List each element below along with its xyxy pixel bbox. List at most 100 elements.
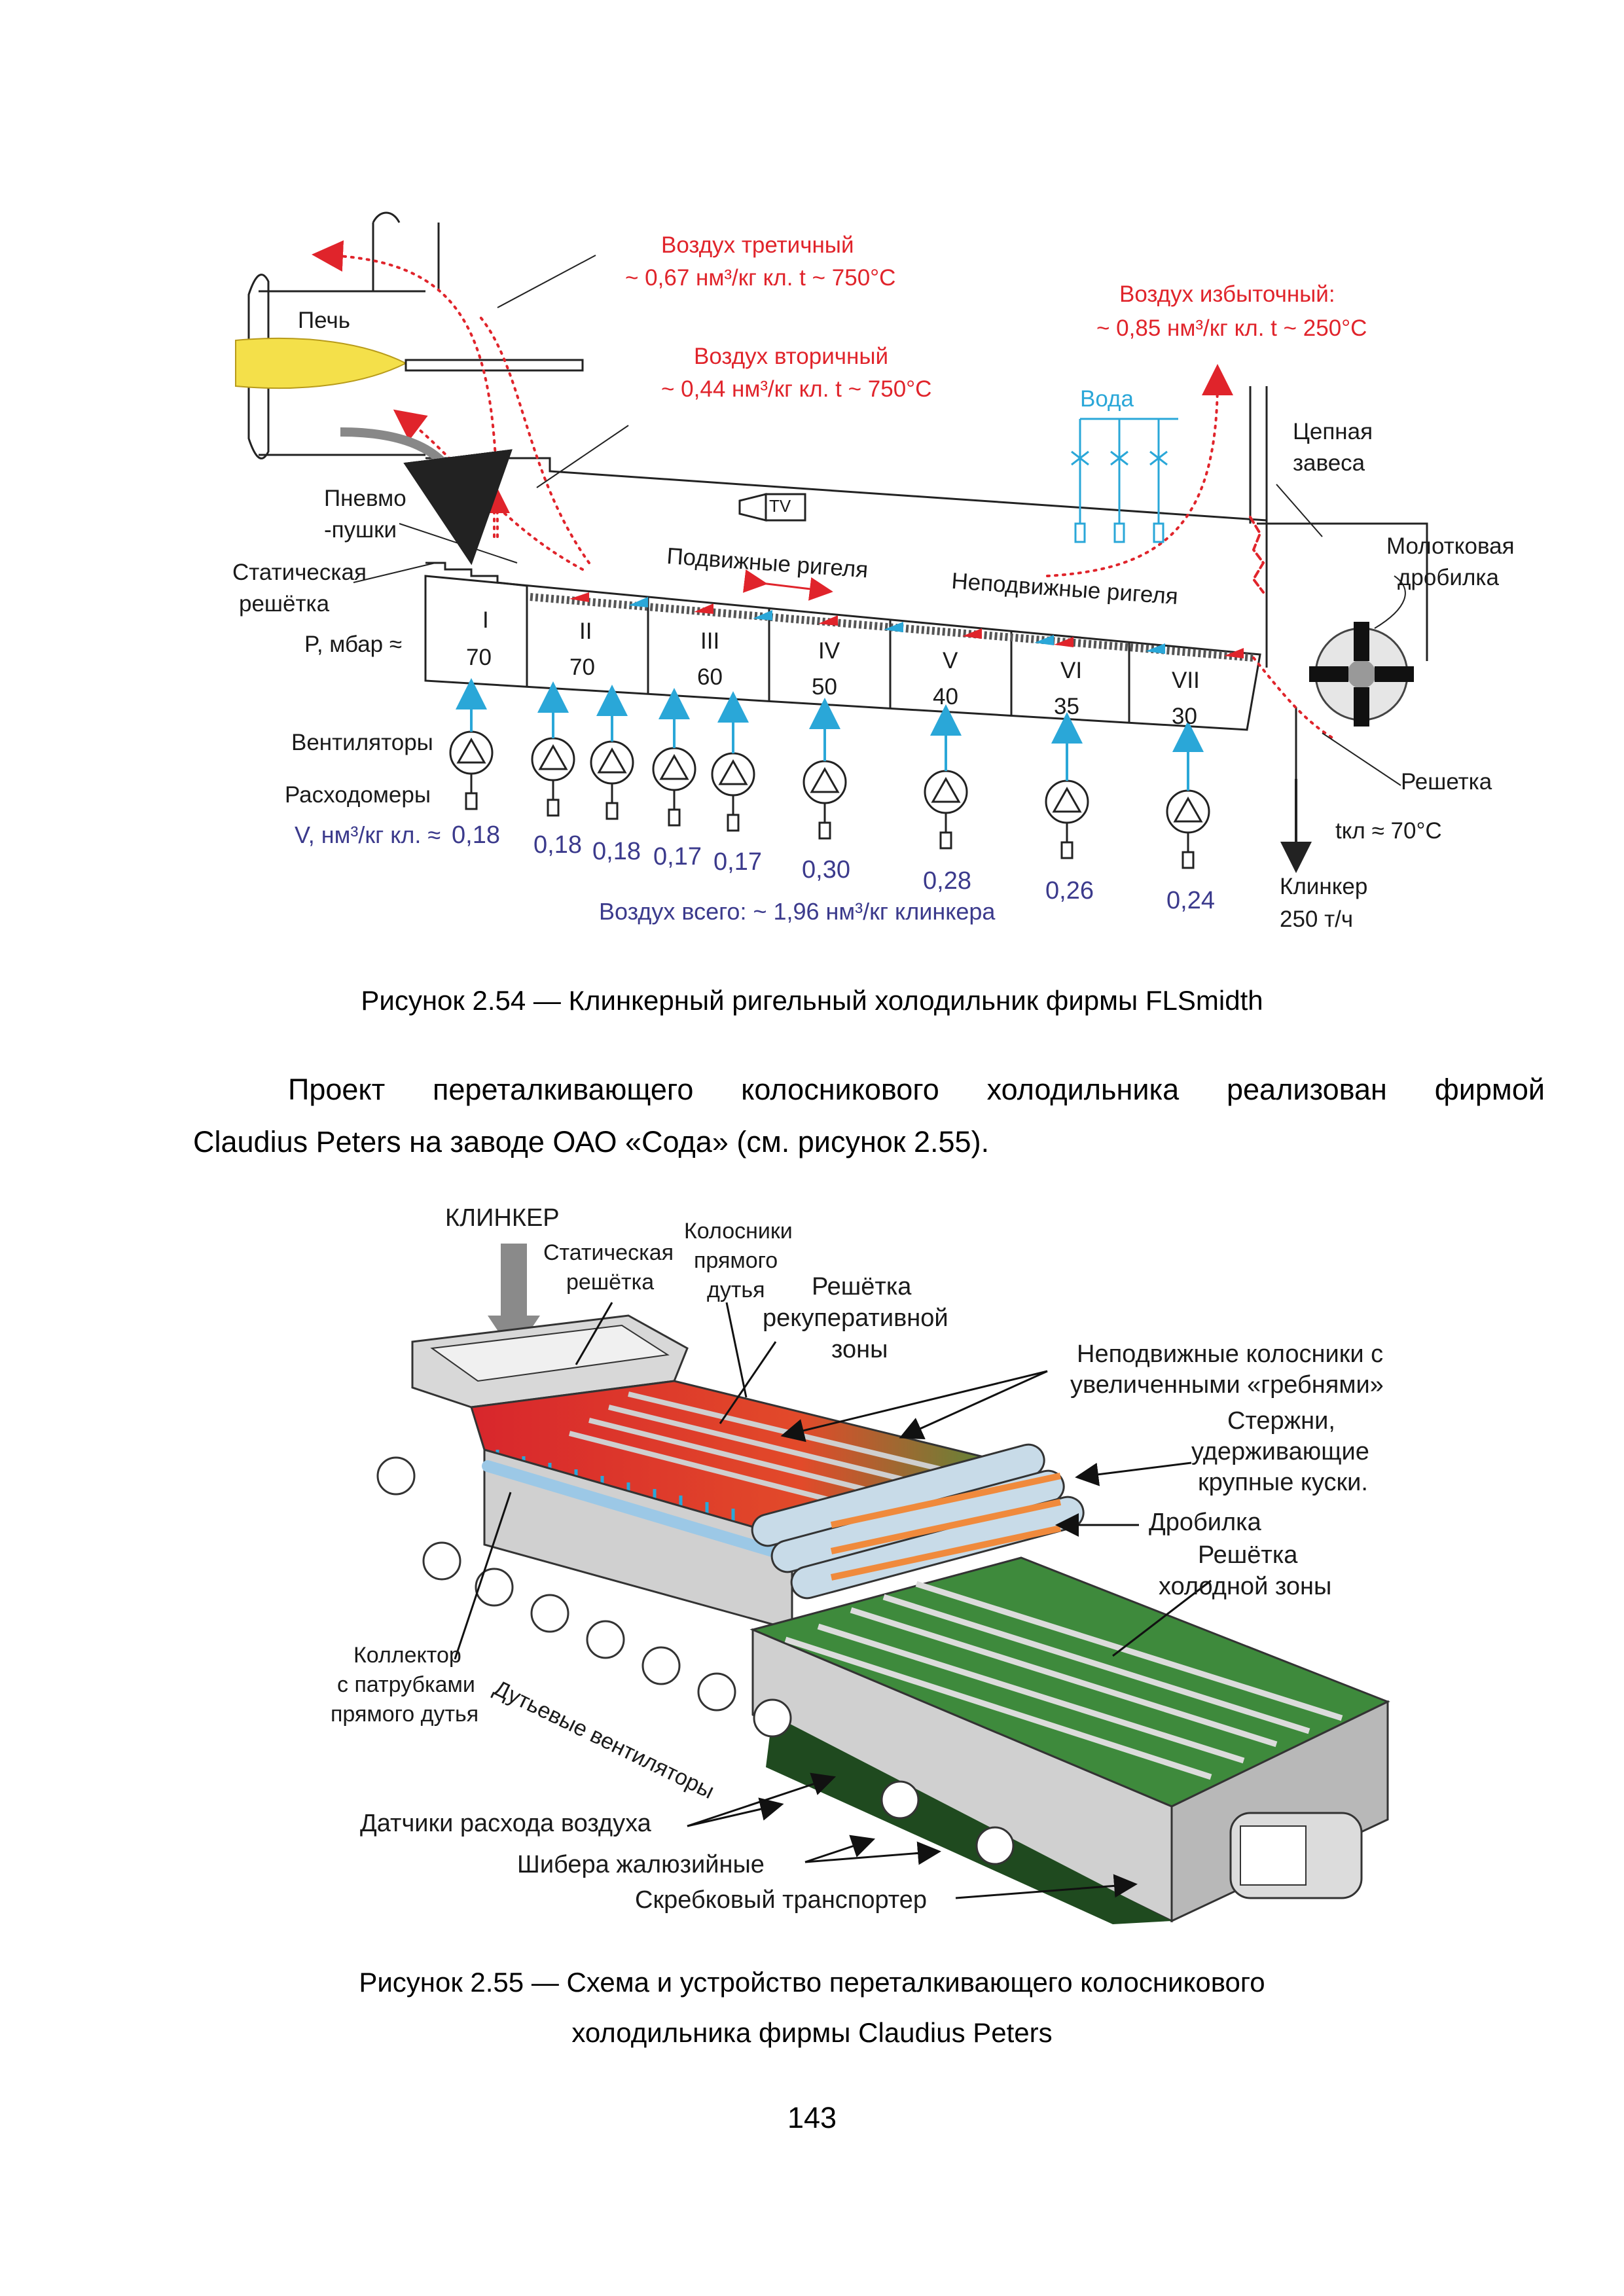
zone-1-number: I xyxy=(482,607,489,633)
collector-label-2: с патрубками xyxy=(337,1672,475,1697)
rods-label-2: удерживающие xyxy=(1191,1438,1369,1465)
hammer-crusher-label-2: дробилка xyxy=(1398,565,1499,590)
clinker-label: КЛИНКЕР xyxy=(445,1204,560,1232)
zone-6-number: VI xyxy=(1060,658,1083,683)
water-label: Вода xyxy=(1080,386,1134,412)
hammer-crusher-label-1: Молотковая xyxy=(1386,533,1515,559)
flow-value-7: 0,28 xyxy=(923,867,971,895)
flowmeters-label: Расходомеры xyxy=(285,782,431,808)
air-cannons-label-1: Пневмо xyxy=(324,486,406,511)
recuperative-grate-label-1: Решётка xyxy=(812,1273,912,1300)
clinker-label-1: Клинкер xyxy=(1280,874,1368,899)
cold-grate-label-2: холодной зоны xyxy=(1159,1573,1332,1600)
grate-label: Решетка xyxy=(1401,769,1492,795)
scraper-conveyor xyxy=(766,1715,1172,1924)
static-grate-label-1: Статическая xyxy=(232,560,367,585)
flow-value-2: 0,18 xyxy=(533,831,582,859)
collector-label-1: Коллектор xyxy=(353,1643,461,1668)
zone-3-pressure: 60 xyxy=(697,664,723,690)
zone-2-pressure: 70 xyxy=(569,655,595,680)
kiln xyxy=(235,274,584,459)
water-valves xyxy=(1071,418,1178,543)
zone-5-number: V xyxy=(943,648,958,673)
excess-air-label-2: ~ 0,85 нм³/кг кл. t ~ 250°С xyxy=(1096,315,1367,341)
fan-4 xyxy=(652,747,696,827)
rods-label-3: крупные куски. xyxy=(1198,1469,1368,1496)
flow-sensors-label: Датчики расхода воздуха xyxy=(360,1810,651,1837)
rods-label-1: Стержни, xyxy=(1227,1407,1335,1435)
air-total-label: Воздух всего: ~ 1,96 нм³/кг клинкера xyxy=(599,898,996,925)
fixed-grates-label-2: увеличенными «гребнями» xyxy=(1070,1371,1384,1399)
pressure-label: P, мбар ≈ xyxy=(304,632,403,657)
zone-1-pressure: 70 xyxy=(466,645,492,670)
crusher-label: Дробилка xyxy=(1149,1509,1261,1536)
flow-value-3: 0,18 xyxy=(592,838,641,865)
flow-value-1: 0,18 xyxy=(452,821,500,849)
cold-grate-label-1: Решётка xyxy=(1198,1541,1298,1569)
fan-air-arrows xyxy=(456,678,1204,791)
fan-1 xyxy=(449,730,494,810)
leader-lines xyxy=(454,1302,1212,1899)
zone-6-pressure: 35 xyxy=(1054,694,1079,719)
direct-grates-label-2: прямого xyxy=(694,1248,778,1273)
direct-grates-label-1: Колосники xyxy=(684,1219,793,1244)
caption-figure-2-54: Рисунок 2.54 — Клинкерный ригельный холо… xyxy=(361,985,1263,1016)
kiln-label: Печь xyxy=(298,308,350,333)
zone-5-pressure: 40 xyxy=(933,684,958,709)
clinker-inflow-arrow xyxy=(340,427,513,565)
hammer-crusher xyxy=(1309,622,1414,726)
fixed-grates-label-1: Неподвижные колосники с xyxy=(1077,1340,1384,1368)
zone-4-number: IV xyxy=(818,638,840,664)
paragraph-text-1: Проект переталкивающего колосникового хо… xyxy=(288,1073,1545,1106)
caption-figure-2-55-line-1: Рисунок 2.55 — Схема и устройство перета… xyxy=(359,1967,1265,1998)
static-grate-label-1: Статическая xyxy=(543,1240,674,1265)
bars xyxy=(569,592,1244,658)
zone-3-number: III xyxy=(700,628,720,654)
scraper-conveyor-label: Скребковый транспортер xyxy=(635,1886,928,1914)
fan-9 xyxy=(1166,789,1210,869)
tv-label: TV xyxy=(769,496,791,516)
chain-curtain-label-2: завеса xyxy=(1293,450,1365,476)
recuperative-grate-label-2: рекуперативной xyxy=(763,1304,948,1332)
air-cannons-label-2: -пушки xyxy=(324,517,397,543)
flow-value-5: 0,17 xyxy=(713,848,762,876)
caption-figure-2-55-line-2: холодильника фирмы Claudius Peters xyxy=(571,2017,1053,2048)
page-number: 143 xyxy=(787,2101,837,2134)
fans-label: Вентиляторы xyxy=(291,730,433,755)
direct-grates-label-3: дутья xyxy=(707,1278,765,1302)
paragraph-line-2: Claudius Peters на заводе ОАО «Сода» (см… xyxy=(193,1125,990,1158)
tv-camera xyxy=(738,493,806,522)
blower-fans xyxy=(376,1456,1015,1865)
static-grate-label-2: решётка xyxy=(566,1270,655,1295)
zone-4-pressure: 50 xyxy=(812,674,837,700)
tertiary-air-label-1: Воздух третичный xyxy=(661,232,854,258)
zone-7-number: VII xyxy=(1172,668,1200,693)
retaining-rods xyxy=(830,1473,1062,1581)
flow-value-6: 0,30 xyxy=(802,856,850,884)
moving-bars-arrow xyxy=(742,569,833,601)
flow-value-4: 0,17 xyxy=(653,843,702,870)
collector-label-3: прямого дутья xyxy=(331,1702,479,1727)
chain-curtain-label-1: Цепная xyxy=(1293,419,1373,444)
louvers-label: Шибера жалюзийные xyxy=(517,1851,765,1878)
collector-pipe xyxy=(482,1460,778,1557)
tertiary-air-label-2: ~ 0,67 нм³/кг кл. t ~ 750°С xyxy=(625,265,896,291)
recuperative-grate-label-3: зоны xyxy=(831,1336,888,1363)
cold-grate-stripes xyxy=(784,1581,1343,1780)
clinker-temperature-label: tкл ≈ 70°С xyxy=(1335,818,1442,844)
zone-7-pressure: 30 xyxy=(1172,704,1197,729)
paragraph-line-1: Проект переталкивающего колосникового хо… xyxy=(288,1060,1545,1119)
excess-air-label-1: Воздух избыточный: xyxy=(1119,281,1335,307)
tertiary-air-duct xyxy=(372,211,440,291)
clinker-label-2: 250 т/ч xyxy=(1280,906,1354,932)
fan-3 xyxy=(590,740,634,820)
volume-label: V, нм³/кг кл. ≈ xyxy=(295,821,441,848)
flow-value-9: 0,24 xyxy=(1166,887,1215,914)
secondary-air-label-2: ~ 0,44 нм³/кг кл. t ~ 750°С xyxy=(661,376,932,402)
static-grate-label-2: решётка xyxy=(239,591,330,617)
zone-2-number: II xyxy=(579,619,592,644)
pointer-lines xyxy=(353,255,1406,786)
secondary-air-label-1: Воздух вторичный xyxy=(694,344,889,369)
